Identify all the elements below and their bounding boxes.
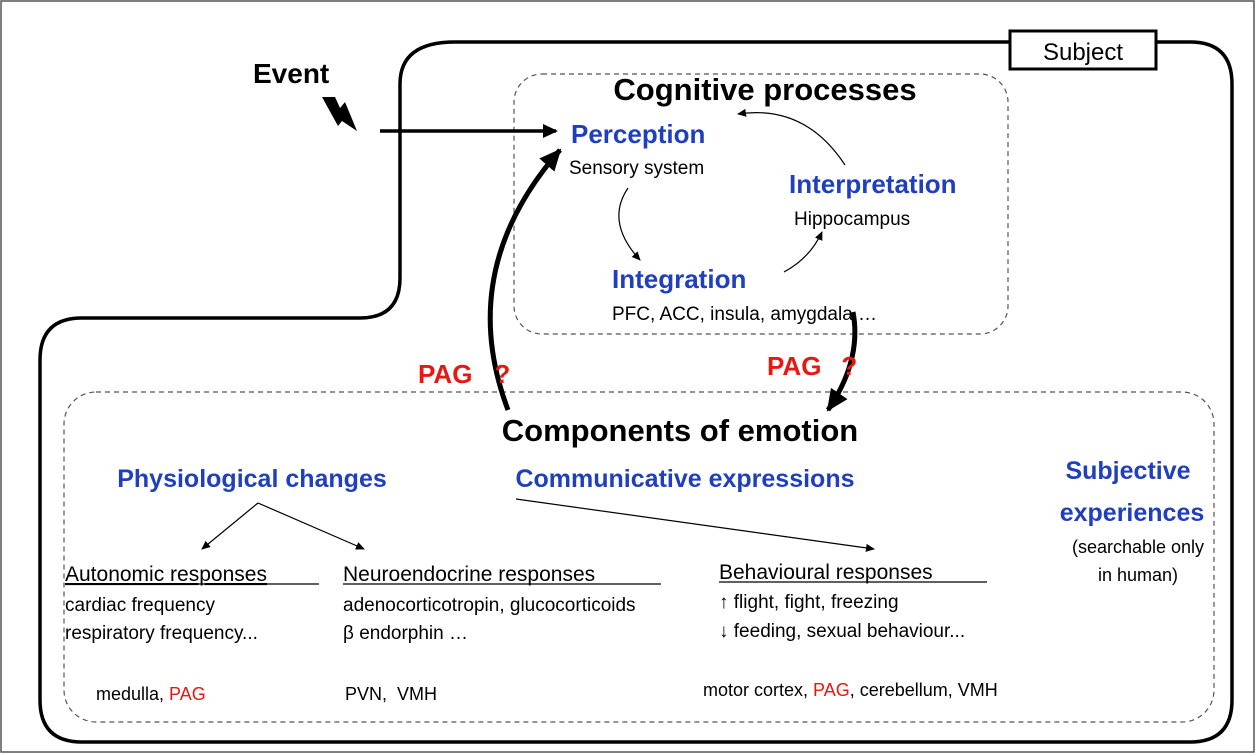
neuroendocrine-responses-title: Neuroendocrine responses [343,563,595,586]
autonomic-responses-title: Autonomic responses [65,563,267,586]
integration-label: Integration [612,264,746,294]
autonomic-regions: medulla, PAG [96,684,206,704]
perception-label: Perception [571,119,705,149]
neuroendocrine-regions: PVN, VMH [345,684,437,704]
physiological-to-autonomic-arrow [201,502,259,550]
communicative-to-behavioural-arrow [515,498,875,552]
lightning-bolt-icon [322,97,357,131]
pag-question-left: PAG? [418,359,510,389]
subject-label-box [1008,29,1158,71]
neuroendocrine-line2: β endorphin … [343,623,468,644]
subjective-note-line2: in human) [1098,565,1178,585]
subjective-experiences-heading-line1: Subjective [1065,457,1190,485]
behavioural-responses-title: Behavioural responses [719,561,933,584]
autonomic-line2: respiratory frequency... [65,623,258,644]
behavioural-regions: motor cortex, PAG, cerebellum, VMH [703,680,998,700]
perception-sub: Sensory system [569,158,704,179]
physiological-changes-heading: Physiological changes [117,465,387,493]
cognition-to-emotion-arrow [825,311,858,412]
cognitive-processes-title: Cognitive processes [613,72,916,107]
interpretation-to-perception-arrow [737,108,846,166]
autonomic-line1: cardiac frequency [65,595,215,616]
emotion-to-perception-arrow [487,148,562,411]
cognitive-processes-box [513,73,1009,335]
components-of-emotion-box [63,391,1215,723]
subjective-note-line1: (searchable only [1072,537,1204,557]
perception-to-integration-arrow [618,187,641,261]
components-of-emotion-title: Components of emotion [502,413,858,448]
subject-boundary [38,40,1234,744]
behavioural-line2: ↓ feeding, sexual behaviour... [719,621,965,642]
integration-to-interpretation-arrow [783,231,823,273]
communicative-expressions-heading: Communicative expressions [515,465,854,493]
pag-question-right: PAG? [767,351,857,381]
subjective-experiences-heading-line2: experiences [1060,499,1205,527]
behavioural-line1: ↑ flight, fight, freezing [719,592,899,613]
neuroendocrine-line1: adenocorticotropin, glucocorticoids [343,595,636,616]
interpretation-sub: Hippocampus [794,209,910,230]
physiological-to-neuroendocrine-arrow [257,502,365,550]
event-label: Event [253,58,329,89]
subject-label: Subject [1043,39,1123,66]
interpretation-label: Interpretation [789,169,957,199]
integration-sub: PFC, ACC, insula, amygdala … [612,304,877,325]
